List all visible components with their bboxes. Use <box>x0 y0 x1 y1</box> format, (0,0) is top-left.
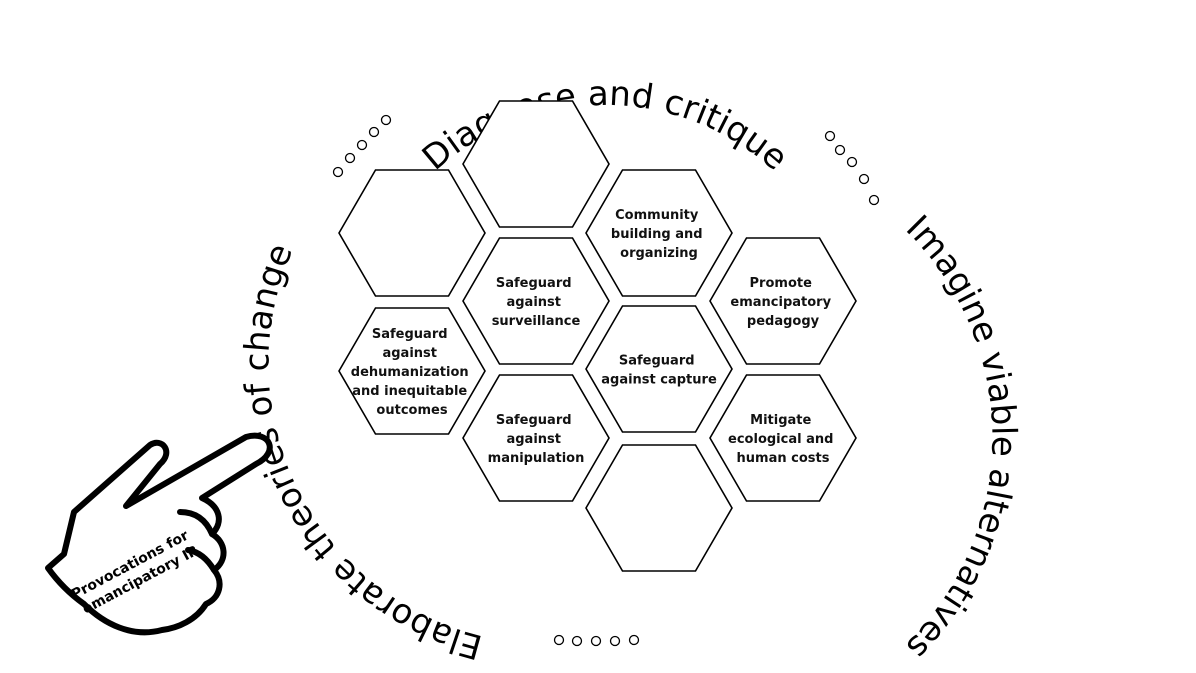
hex-outline <box>585 169 733 297</box>
dot <box>834 144 846 156</box>
hex-label-line: Mitigate <box>750 413 811 428</box>
hex-safeguard-surveillance: Safeguard against surveillance <box>462 237 610 365</box>
hex-label-line: Community <box>615 208 699 223</box>
dot <box>824 130 836 142</box>
hex-safeguard-capture: Safeguard against capture <box>585 305 733 433</box>
hex-label-line: against <box>382 346 437 361</box>
dot <box>628 634 640 646</box>
hex-outline <box>709 374 857 502</box>
hex-label-line: against <box>506 295 561 310</box>
hex-label-line: ecological and <box>728 432 833 447</box>
dot <box>609 635 621 647</box>
hex-safeguard-dehumanization: Safeguard against dehumanization and ine… <box>338 307 486 435</box>
hex-label-line: dehumanization <box>351 365 469 380</box>
hex-outline <box>462 237 610 365</box>
ellipsis-dots-bottom <box>553 634 640 647</box>
hex-label-line: outcomes <box>376 403 447 418</box>
hex-label-line: and inequitable <box>352 384 467 399</box>
hex-empty-top <box>462 100 610 228</box>
arc-label-elaborate-path: Elaborate theories of change <box>237 238 486 667</box>
hex-label: Safeguard against dehumanization and ine… <box>351 327 473 418</box>
ellipsis-dots-top-right <box>824 130 880 206</box>
dot <box>858 173 870 185</box>
hex-label-line: pedagogy <box>747 314 820 329</box>
hex-label-line: Safeguard <box>372 327 448 342</box>
hex-outline <box>709 237 857 365</box>
dot <box>344 152 356 164</box>
hex-community-building: Community building and organizing <box>585 169 733 297</box>
hex-label: Promote emancipatory pedagogy <box>730 276 835 329</box>
hex-label: Community building and organizing <box>611 208 707 261</box>
hex-empty-bottom <box>585 444 733 572</box>
dot <box>868 194 880 206</box>
dot <box>553 634 565 646</box>
hex-outline <box>585 305 733 433</box>
hex-label-line: human costs <box>737 451 830 466</box>
hex-label-line: Safeguard <box>619 354 695 369</box>
hex-label: Mitigate ecological and human costs <box>728 413 838 466</box>
dot <box>846 156 858 168</box>
dot <box>571 635 583 647</box>
arc-label-elaborate: Elaborate theories of change <box>237 238 486 667</box>
hex-outline <box>338 307 486 435</box>
finger-crease <box>185 547 217 573</box>
dot <box>590 635 602 647</box>
hex-label-line: manipulation <box>488 451 585 466</box>
hex-emancipatory-pedagogy: Promote emancipatory pedagogy <box>709 237 857 365</box>
hex-label-line: against <box>506 432 561 447</box>
hex-label: Safeguard against surveillance <box>492 276 581 329</box>
hand-outline <box>45 432 273 636</box>
dot <box>356 139 368 151</box>
hex-label-line: surveillance <box>492 314 581 329</box>
hex-outline <box>462 374 610 502</box>
dot <box>380 114 392 126</box>
arc-label-imagine: Imagine viable alternatives <box>898 208 1023 667</box>
hex-label: Safeguard against manipulation <box>488 413 585 466</box>
hex-label-line: Safeguard <box>496 276 572 291</box>
hex-mitigate-costs: Mitigate ecological and human costs <box>709 374 857 502</box>
dot <box>368 126 380 138</box>
ellipsis-dots-top-left <box>332 114 392 178</box>
hex-label-line: Safeguard <box>496 413 572 428</box>
hex-label: Safeguard against capture <box>601 354 717 388</box>
arc-label-imagine-path: Imagine viable alternatives <box>898 208 1023 667</box>
hex-outline <box>338 169 486 297</box>
finger-crease <box>177 509 215 537</box>
pointing-hand-icon: Provocations for emancipatory IR <box>45 432 273 636</box>
hex-label-line: organizing <box>620 246 698 261</box>
hex-outline <box>585 444 733 572</box>
hex-label-line: Promote <box>750 276 813 291</box>
dot <box>332 166 344 178</box>
hex-label-line: against capture <box>601 373 717 388</box>
hex-empty-upper-left <box>338 169 486 297</box>
honeycomb: Community building and organizing Safegu… <box>338 100 857 572</box>
hex-label-line: building and <box>611 227 703 242</box>
hex-label-line: emancipatory <box>730 295 831 310</box>
hex-safeguard-manipulation: Safeguard against manipulation <box>462 374 610 502</box>
hex-outline <box>462 100 610 228</box>
